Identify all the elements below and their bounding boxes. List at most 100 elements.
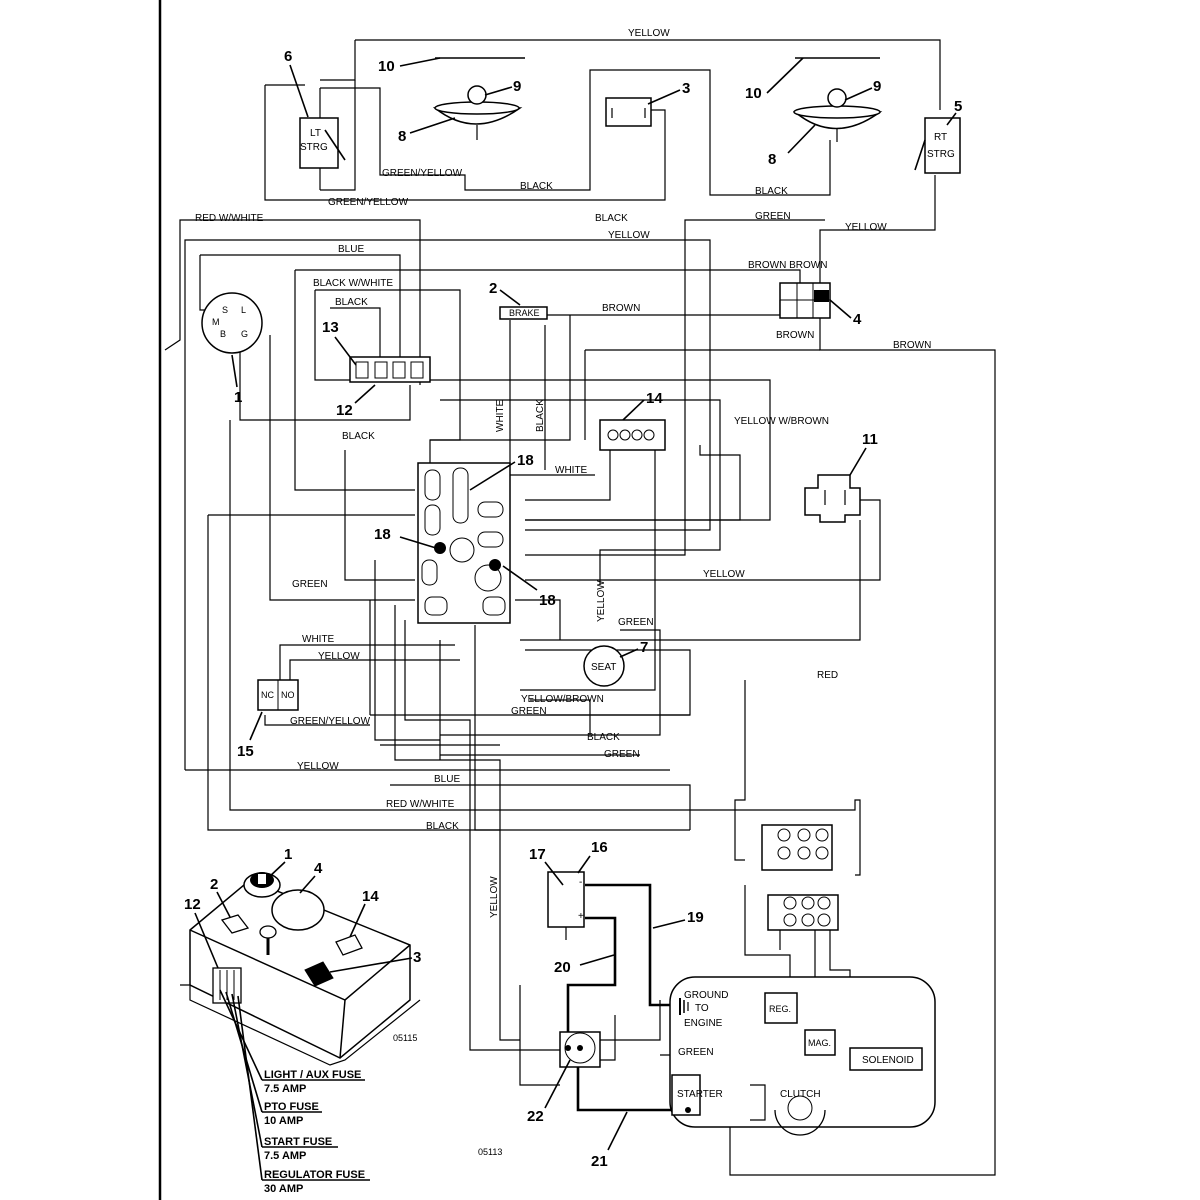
callout-14: 14 — [646, 390, 663, 407]
callout-8: 8 — [768, 151, 776, 168]
callout-22: 22 — [527, 1108, 544, 1125]
switch-l: L — [241, 305, 246, 315]
starter-solenoid — [559, 1031, 601, 1068]
callout-group: 6 10 9 8 3 10 9 8 5 2 4 13 1 12 14 11 18… — [231, 48, 962, 1170]
callout-5: 5 — [954, 98, 962, 115]
wire-label-blue: BLUE — [434, 774, 460, 785]
wire-label-yellow: YELLOW — [628, 28, 670, 39]
callout-20: 20 — [554, 959, 571, 976]
wire-label-black-w-white: BLACK W/WHITE — [313, 278, 393, 289]
wire-label-black: BLACK — [335, 297, 368, 308]
callout-4: 4 — [853, 311, 862, 328]
callout-18: 18 — [517, 452, 534, 469]
right-headlight — [792, 57, 883, 142]
brake-label: BRAKE — [509, 308, 540, 318]
wire-label-black: BLACK — [535, 399, 546, 432]
wire-label-white: WHITE — [302, 634, 335, 645]
inset-callout-3: 3 — [413, 949, 421, 966]
wire-label-black: BLACK — [595, 213, 628, 224]
inset-callout-4: 4 — [314, 860, 323, 877]
brake-switch: BRAKE — [499, 306, 548, 320]
fuse-block — [349, 356, 431, 383]
hour-meter — [599, 419, 666, 460]
wire-label-yellow: YELLOW — [608, 230, 650, 241]
inset-callout-1: 1 — [284, 846, 292, 863]
control-panel-inset: 1 4 2 12 14 3 05115 — [180, 846, 421, 1181]
wire-label-black: BLACK — [426, 821, 459, 832]
lt-strg-label-2: STRG — [300, 142, 328, 153]
wire-label-green-yellow: GREEN/YELLOW — [382, 168, 463, 179]
seat-label: SEAT — [591, 662, 616, 673]
rt-strg-label-1: RT — [934, 132, 947, 143]
inset-callout-12: 12 — [184, 896, 201, 913]
wire-label-yellow-brown: YELLOW/BROWN — [521, 694, 604, 705]
ground-label-3: ENGINE — [684, 1018, 723, 1029]
fuse-rating: 30 AMP — [264, 1183, 303, 1195]
inset-part-number: 05115 — [393, 1033, 417, 1043]
wire-label-black: BLACK — [520, 181, 553, 192]
reg-label: REG. — [769, 1004, 791, 1014]
fuse-name: START FUSE — [264, 1136, 332, 1148]
wire-label-black: BLACK — [755, 186, 788, 197]
harness-connector-upper — [761, 824, 833, 871]
wire-label-green-yellow: GREEN/YELLOW — [290, 716, 371, 727]
callout-18: 18 — [539, 592, 556, 609]
rt-strg-label-2: STRG — [927, 149, 955, 160]
fuse-rating: 10 AMP — [264, 1115, 303, 1127]
harness-connector-4 — [779, 282, 831, 319]
inset-callout-2: 2 — [210, 876, 218, 893]
wire-label-black: BLACK — [342, 431, 375, 442]
wire-label-yellow: YELLOW — [318, 651, 360, 662]
switch-s: S — [222, 305, 228, 315]
callout-17: 17 — [529, 846, 546, 863]
callout-13: 13 — [322, 319, 339, 336]
reverse-switch: NC NO — [257, 679, 299, 711]
callout-10: 10 — [378, 58, 395, 75]
seat-switch: SEAT — [583, 645, 625, 687]
nc-label: NC — [261, 690, 274, 700]
wire-label-group: YELLOW GREEN/YELLOW BLACK BLACK GREEN/YE… — [195, 28, 931, 1058]
callout-12: 12 — [336, 402, 353, 419]
wire-label-green: GREEN — [618, 617, 654, 628]
fuse-rating: 7.5 AMP — [264, 1150, 306, 1162]
wire-label-red-w-white: RED W/WHITE — [386, 799, 455, 810]
rt-strg-switch: RT STRG — [914, 117, 961, 174]
left-headlight — [432, 57, 525, 140]
engine-block: GROUND TO ENGINE REG. MAG. SOLENOID STAR… — [669, 976, 936, 1136]
fuse-name: PTO FUSE — [264, 1101, 319, 1113]
ground-label-2: TO — [695, 1003, 709, 1014]
starter-label: STARTER — [677, 1089, 723, 1100]
fuse-name: REGULATOR FUSE — [264, 1169, 365, 1181]
wire-label-green: GREEN — [755, 211, 791, 222]
wire-label-green: GREEN — [604, 749, 640, 760]
switch-g: G — [241, 329, 248, 339]
clutch-label: CLUTCH — [780, 1089, 821, 1100]
diagram-part-number: 05113 — [478, 1147, 502, 1157]
wire-label-yellow: YELLOW — [703, 569, 745, 580]
battery-minus: - — [579, 877, 582, 888]
callout-11: 11 — [862, 431, 878, 448]
lt-strg-label-1: LT — [310, 128, 321, 139]
heavy-wires — [566, 883, 690, 1112]
callout-19: 19 — [687, 909, 704, 926]
wire-label-white: WHITE — [555, 465, 588, 476]
callout-21: 21 — [591, 1153, 608, 1170]
fuse-legend: LIGHT / AUX FUSE 7.5 AMP PTO FUSE 10 AMP… — [264, 1069, 365, 1195]
fuse-name: LIGHT / AUX FUSE — [264, 1069, 361, 1081]
callout-18: 18 — [374, 526, 391, 543]
wire-label-brown: BROWN — [602, 303, 640, 314]
wire-label-yellow: YELLOW — [297, 761, 339, 772]
pto-relay — [804, 474, 861, 523]
callout-9: 9 — [873, 78, 881, 95]
wire-label-red: RED — [817, 670, 838, 681]
wire-label-brown: BROWN — [776, 330, 814, 341]
wire-label-black: BLACK — [587, 732, 620, 743]
callout-10: 10 — [745, 85, 762, 102]
ignition-switch: S L M B G — [201, 292, 263, 354]
inset-callout-14: 14 — [362, 888, 379, 905]
callout-8: 8 — [398, 128, 406, 145]
wire-label-brown-brown: BROWN BROWN — [748, 260, 827, 271]
fuse-rating: 7.5 AMP — [264, 1083, 306, 1095]
lt-strg-switch: LT STRG — [299, 88, 346, 190]
switch-m: M — [212, 317, 220, 327]
